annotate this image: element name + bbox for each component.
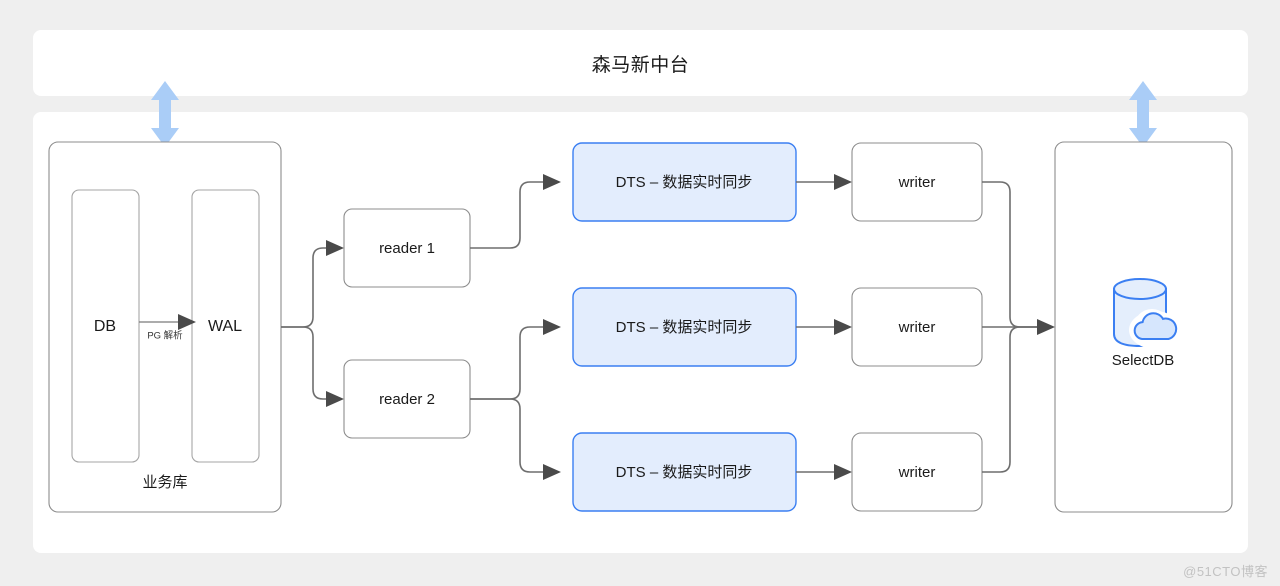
watermark: @51CTO博客	[1183, 564, 1268, 579]
page-title: 森马新中台	[591, 54, 690, 76]
main-diagram-panel	[33, 112, 1248, 553]
header-panel: 森马新中台	[33, 30, 1248, 96]
